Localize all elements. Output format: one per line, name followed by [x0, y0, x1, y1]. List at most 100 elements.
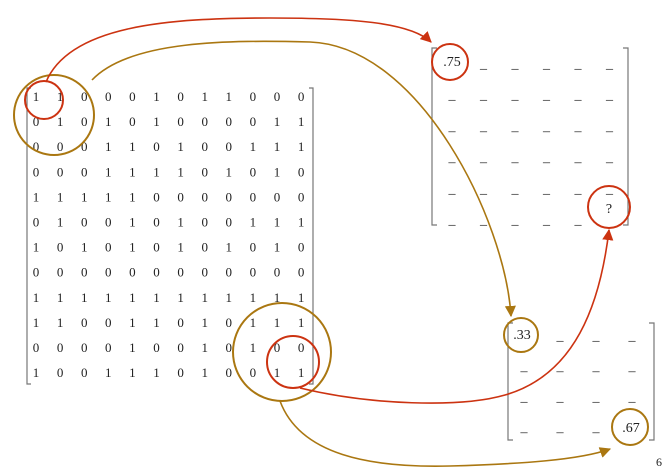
matrix-cell: 0: [201, 265, 208, 280]
matrix-cell: 1: [274, 365, 281, 380]
top-matrix-unknown-value: ?: [606, 202, 612, 217]
matrix-cell: 0: [177, 340, 184, 355]
bottom-matrix-right-bracket: [649, 322, 655, 441]
matrix-cell: 0: [153, 139, 160, 154]
matrix-cell: 1: [153, 365, 160, 380]
gold-circle-bottom-matrix-last: [611, 408, 649, 446]
matrix-cell: 0: [57, 164, 64, 179]
gold-circle-bottom-matrix-first: [503, 317, 539, 353]
matrix-cell: 1: [153, 114, 160, 129]
blank-cell: _: [479, 119, 488, 134]
matrix-cell: 0: [129, 265, 136, 280]
matrix-cell: 0: [226, 365, 233, 380]
matrix-cell: 0: [81, 164, 88, 179]
matrix-cell: 0: [250, 189, 257, 204]
matrix-cell: 0: [57, 139, 64, 154]
blank-cell: _: [542, 182, 551, 197]
matrix-cell: 0: [201, 189, 208, 204]
red-circle-top-matrix-unknown: [587, 185, 631, 229]
matrix-cell: 0: [153, 189, 160, 204]
blank-cell: _: [448, 182, 457, 197]
blank-cell: _: [592, 360, 601, 375]
matrix-cell: 1: [105, 365, 112, 380]
binary-matrix-cells: 1 1 0 0 0 1 0 1 1 0 0 0 0 1 0 1 0 1 0 0 0 0 1 1 0 0 0 1 1 0 1 0 0 1 1 1 0 0 0 1…: [33, 89, 305, 380]
blank-cell: _: [520, 421, 529, 436]
matrix-cell: 0: [57, 240, 64, 255]
matrix-cell: 0: [177, 365, 184, 380]
red-circle-top-left-cell: [24, 80, 64, 120]
matrix-cell: 1: [201, 89, 208, 104]
blank-cell: _: [448, 119, 457, 134]
blank-cell: _: [556, 360, 565, 375]
matrix-cell: 1: [298, 290, 305, 305]
matrix-cell: 0: [105, 315, 112, 330]
matrix-cell: 0: [129, 114, 136, 129]
matrix-cell: 1: [298, 215, 305, 230]
blank-cell: _: [574, 213, 583, 228]
matrix-cell: 0: [201, 164, 208, 179]
matrix-cell: 1: [57, 215, 64, 230]
matrix-cell: 0: [105, 215, 112, 230]
matrix-cell: 0: [33, 139, 40, 154]
blank-cell: _: [592, 390, 601, 405]
matrix-cell: 0: [177, 114, 184, 129]
red-arrow-to-top-matrix-first: [45, 17, 432, 83]
blank-cell: _: [542, 57, 551, 72]
red-circle-bottom-right-cell: [266, 335, 320, 389]
matrix-cell: 1: [81, 290, 88, 305]
matrix-cell: 1: [274, 215, 281, 230]
matrix-cell: 0: [33, 114, 40, 129]
matrix-cell: 1: [226, 290, 233, 305]
matrix-cell: 1: [177, 215, 184, 230]
blank-cell: _: [628, 329, 637, 344]
matrix-cell: 0: [33, 215, 40, 230]
top-matrix-left-bracket: [431, 47, 437, 226]
matrix-cell: 0: [226, 265, 233, 280]
blank-cell: _: [574, 182, 583, 197]
matrix-cell: 0: [298, 340, 305, 355]
matrix-cell: 0: [81, 139, 88, 154]
gold-circle-top-left-block: [13, 74, 95, 156]
blank-cell: _: [448, 151, 457, 166]
matrix-cell: 1: [274, 290, 281, 305]
blank-cell: _: [605, 57, 614, 72]
gold-arrow-to-bottom-matrix-first: [91, 40, 516, 318]
matrix-cell: 0: [81, 89, 88, 104]
matrix-cell: 1: [298, 365, 305, 380]
matrix-cell: 1: [105, 189, 112, 204]
matrix-cell: 0: [250, 240, 257, 255]
matrix-cell: 1: [105, 290, 112, 305]
matrix-cell: 0: [177, 89, 184, 104]
blank-cell: _: [479, 213, 488, 228]
matrix-cell: 1: [274, 139, 281, 154]
matrix-cell: 1: [129, 240, 136, 255]
blank-cell: _: [511, 213, 520, 228]
matrix-cell: 1: [226, 240, 233, 255]
matrix-cell: 1: [33, 89, 40, 104]
matrix-cell: 0: [33, 265, 40, 280]
matrix-cell: 0: [226, 139, 233, 154]
matrix-cell: 1: [250, 139, 257, 154]
blank-cell: _: [542, 213, 551, 228]
blank-cell: _: [592, 329, 601, 344]
matrix-cell: 0: [57, 265, 64, 280]
matrix-cell: 1: [129, 215, 136, 230]
matrix-cell: 0: [129, 89, 136, 104]
matrix-cell: 1: [33, 240, 40, 255]
matrix-cell: 1: [298, 114, 305, 129]
matrix-cell: 1: [129, 189, 136, 204]
matrix-cell: 0: [81, 315, 88, 330]
blank-cell: _: [605, 182, 614, 197]
matrix-cell: 1: [33, 189, 40, 204]
matrix-cell: 0: [250, 114, 257, 129]
matrix-cell: 1: [57, 114, 64, 129]
matrix-cell: 1: [129, 340, 136, 355]
matrix-cell: 1: [298, 315, 305, 330]
blank-cell: _: [574, 151, 583, 166]
matrix-cell: 1: [33, 290, 40, 305]
matrix-cell: 0: [81, 215, 88, 230]
matrix-cell: 0: [250, 265, 257, 280]
matrix-cell: 1: [153, 89, 160, 104]
top-matrix-right-bracket: [623, 47, 629, 226]
matrix-cell: 1: [105, 114, 112, 129]
